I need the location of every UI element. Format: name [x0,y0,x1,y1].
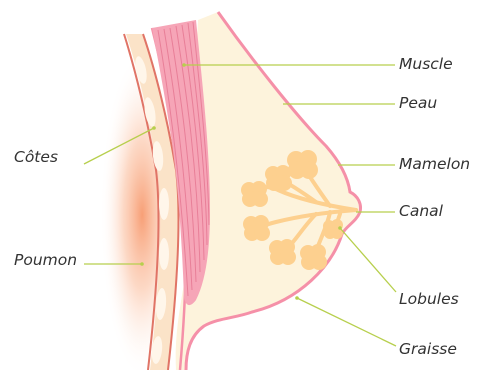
lobule [243,215,270,241]
lobule [269,239,296,265]
lobule [265,165,292,191]
rib-segment [159,188,169,220]
label-muscle: Muscle [399,55,453,73]
lobule [300,244,327,270]
lobule [241,181,268,207]
rib-segment [159,238,169,270]
label-graisse: Graisse [399,340,457,358]
label-mamelon: Mamelon [399,155,470,173]
lobule [287,150,318,179]
label-poumon: Poumon [14,251,77,269]
label-cotes: Côtes [14,148,58,166]
leader-dot [182,63,186,67]
leader-dot [152,126,156,130]
label-canal: Canal [399,202,443,220]
leader-dot [338,226,342,230]
label-lobules: Lobules [399,290,459,308]
label-peau: Peau [399,94,437,112]
leader-dot [295,296,299,300]
leader-line-graisse [297,298,396,346]
leader-line-lobules [340,228,396,292]
leader-dot [140,262,144,266]
